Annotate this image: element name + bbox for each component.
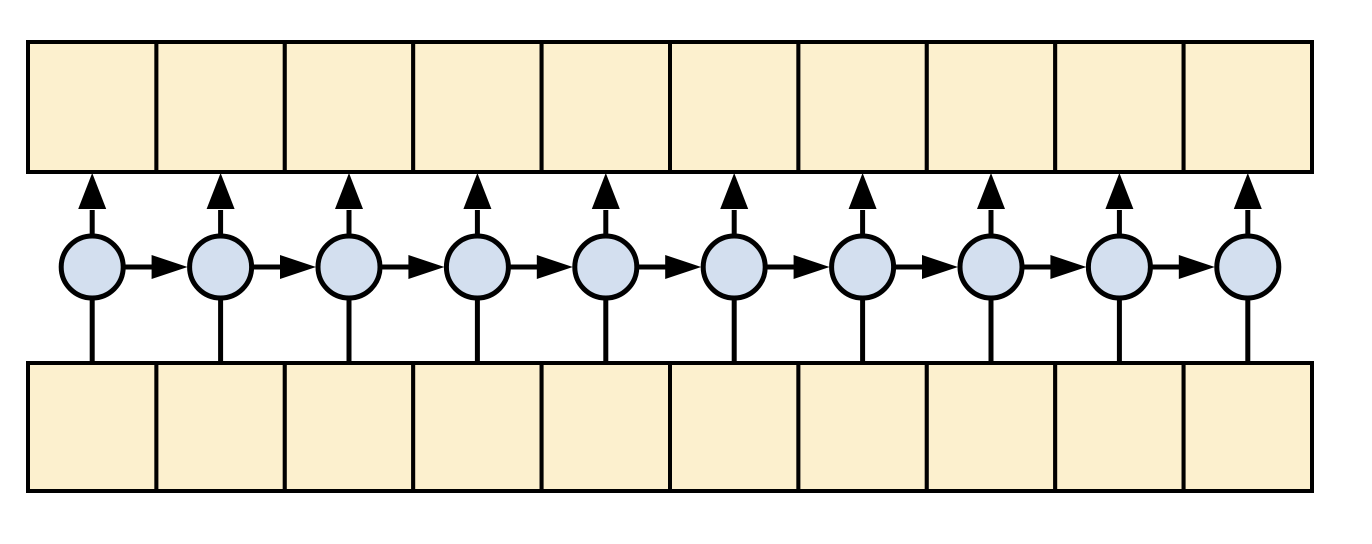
right-arrowhead-icon [793,255,830,279]
up-arrowhead-icon [335,173,363,209]
up-arrowhead-icon [463,173,492,209]
up-arrowhead-icon [977,173,1005,209]
up-arrowhead-icon [1105,173,1134,209]
hidden-state-node [829,233,897,301]
output-cell [539,40,672,174]
input-cell [796,361,929,493]
input-cell [282,361,416,493]
hidden-state-node [700,233,768,301]
up-arrowhead-icon [1233,173,1262,209]
input-cell [539,361,672,493]
up-arrowhead-icon [591,173,620,209]
up-arrowhead-icon [206,173,235,209]
right-arrowhead-icon [1178,255,1215,279]
right-arrowhead-icon [151,255,188,279]
output-cell [1181,40,1314,174]
hidden-state-node [58,233,126,301]
input-cell [1181,361,1314,493]
right-arrowhead-icon [408,255,445,279]
right-arrowhead-icon [280,255,316,279]
hidden-state-node [572,233,640,301]
up-arrowhead-icon [720,173,749,209]
input-cell [154,361,287,493]
up-arrowhead-icon [78,173,107,209]
hidden-state-node [443,233,511,301]
output-cell [924,40,1058,174]
right-arrowhead-icon [665,255,702,279]
hidden-state-node [957,233,1025,301]
right-arrowhead-icon [536,255,573,279]
output-cell [154,40,287,174]
up-arrowhead-icon [848,173,877,209]
input-cell [26,361,159,493]
input-cell [668,361,801,493]
input-cell [411,361,544,493]
output-cell [26,40,159,174]
right-arrowhead-icon [922,255,958,279]
right-arrowhead-icon [1050,255,1087,279]
output-cell [1053,40,1186,174]
input-cell [1053,361,1186,493]
hidden-state-node [315,233,383,301]
output-cell [668,40,801,174]
hidden-state-node [1214,233,1282,301]
input-cell [924,361,1058,493]
hidden-state-node [1085,233,1153,301]
hidden-state-node [187,233,255,301]
output-cell [411,40,544,174]
output-cell [282,40,416,174]
output-cell [796,40,929,174]
